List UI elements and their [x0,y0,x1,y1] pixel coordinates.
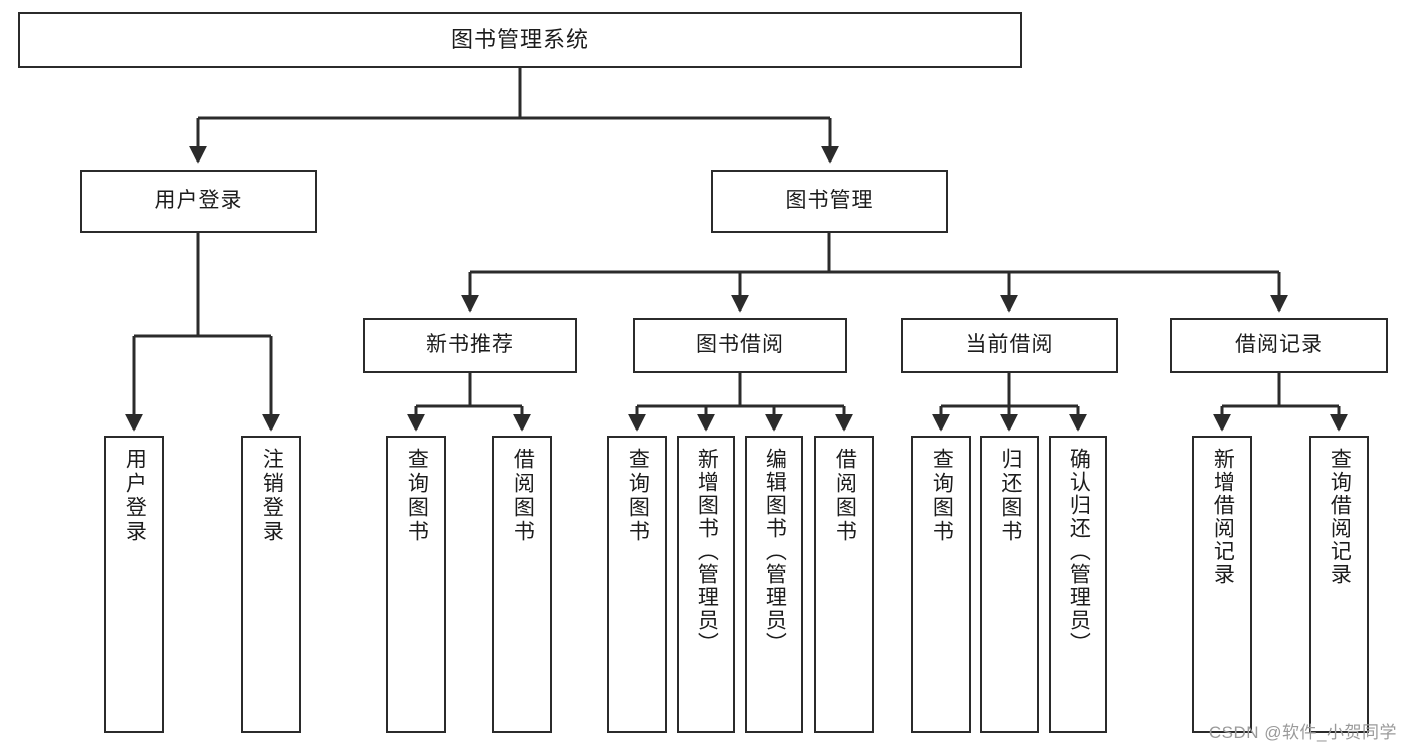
leaf-records-add-record[interactable]: 新增借阅记录 [1192,436,1252,733]
leaf-borrow-edit-book-admin[interactable]: 编辑图书（管理员） [745,436,803,733]
leaf-borrow-borrow-book[interactable]: 借阅图书 [814,436,874,733]
node-label: 图书管理 [785,189,874,213]
leaf-user-login-signout[interactable]: 注销登录 [241,436,301,733]
leaf-label: 编辑图书（管理员） [763,448,787,655]
node-current-borrow[interactable]: 当前借阅 [901,318,1118,373]
leaf-label: 新增借阅记录 [1211,448,1235,586]
node-label: 新书推荐 [426,333,514,357]
leaf-current-query-book[interactable]: 查询图书 [911,436,971,733]
leaf-new-book-query[interactable]: 查询图书 [386,436,446,733]
leaf-label: 用户登录 [123,448,147,544]
leaf-label: 查询图书 [930,448,954,544]
node-new-book-recommend[interactable]: 新书推荐 [363,318,577,373]
leaf-label: 确认归还（管理员） [1067,448,1091,655]
leaf-borrow-query-book[interactable]: 查询图书 [607,436,667,733]
leaf-new-book-borrow[interactable]: 借阅图书 [492,436,552,733]
node-label: 借阅记录 [1235,333,1323,357]
node-label: 当前借阅 [965,333,1054,357]
leaf-records-query-record[interactable]: 查询借阅记录 [1309,436,1369,733]
leaf-current-confirm-return-admin[interactable]: 确认归还（管理员） [1049,436,1107,733]
leaf-label: 归还图书 [998,448,1022,544]
watermark-text: CSDN @软件_小贺同学 [1208,723,1397,742]
node-label: 图书管理系统 [450,27,589,53]
node-user-login[interactable]: 用户登录 [80,170,317,233]
leaf-borrow-add-book-admin[interactable]: 新增图书（管理员） [677,436,735,733]
leaf-label: 新增图书（管理员） [695,448,719,655]
leaf-label: 查询图书 [626,448,650,544]
leaf-label: 查询借阅记录 [1328,448,1352,586]
leaf-label: 借阅图书 [833,448,857,544]
leaf-current-return-book[interactable]: 归还图书 [980,436,1039,733]
leaf-label: 注销登录 [260,448,284,544]
leaf-user-login-signin[interactable]: 用户登录 [104,436,164,733]
node-root-system[interactable]: 图书管理系统 [18,12,1022,68]
leaf-label: 借阅图书 [511,448,535,544]
node-label: 图书借阅 [696,333,784,357]
node-label: 用户登录 [154,189,243,213]
node-book-management[interactable]: 图书管理 [711,170,948,233]
leaf-label: 查询图书 [405,448,429,544]
node-book-borrow[interactable]: 图书借阅 [633,318,847,373]
node-borrow-records[interactable]: 借阅记录 [1170,318,1388,373]
